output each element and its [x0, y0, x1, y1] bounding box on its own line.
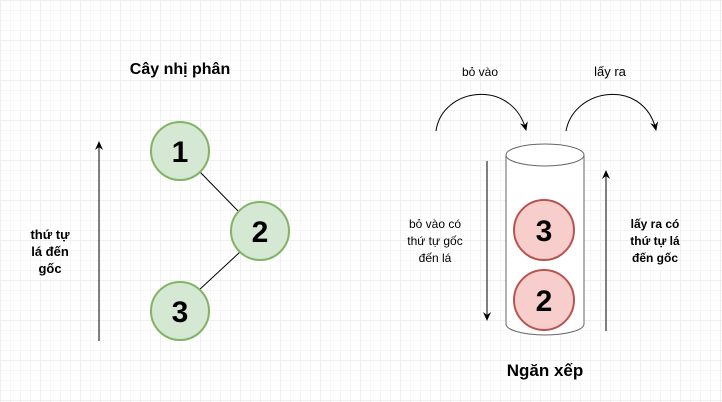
pop-order-label: lấy ra có thứ tự lá đến gốc [630, 217, 680, 265]
tree-node-1: 1 [150, 121, 210, 181]
stack-item-2-label: 2 [536, 285, 553, 318]
tree-node-2-label: 2 [252, 216, 269, 249]
pop-label: lấy ra [594, 64, 626, 79]
stack-item-2: 2 [513, 269, 575, 331]
tree-node-2: 2 [230, 201, 290, 261]
tree-edge-2-3 [197, 251, 241, 292]
pop-curve-arrow [565, 93, 659, 132]
tree-node-1-label: 1 [172, 136, 189, 169]
tree-order-label: thứ tự lá đến gốc [30, 227, 70, 276]
push-order-label: bỏ vào có thứ tự gốc đến lá [407, 217, 463, 265]
stack-item-3: 3 [513, 199, 575, 261]
tree-title: Cây nhị phân [129, 61, 231, 78]
push-curve-arrow [435, 93, 528, 132]
stack-item-3-label: 3 [536, 215, 553, 248]
tree-edge-1-2 [199, 171, 241, 214]
push-label: bỏ vào [461, 65, 499, 79]
tree-node-3: 3 [150, 281, 210, 341]
stack-title: Ngăn xếp [506, 361, 584, 380]
tree-node-3-label: 3 [172, 296, 189, 329]
